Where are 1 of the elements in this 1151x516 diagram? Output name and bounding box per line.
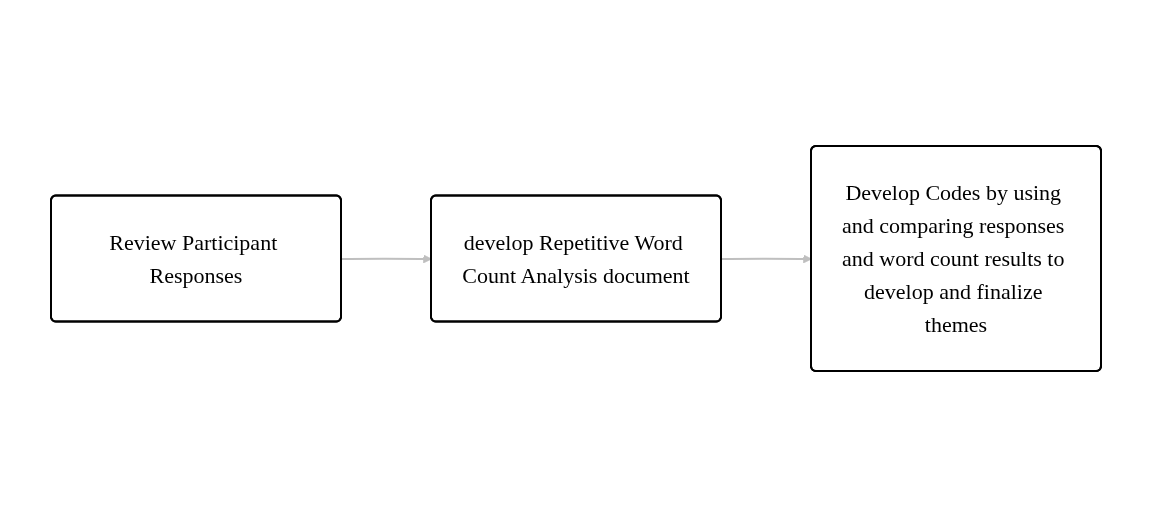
node-text: Develop Codes by using and comparing responses and word count results to develop and finalize themes — [841, 179, 1064, 337]
